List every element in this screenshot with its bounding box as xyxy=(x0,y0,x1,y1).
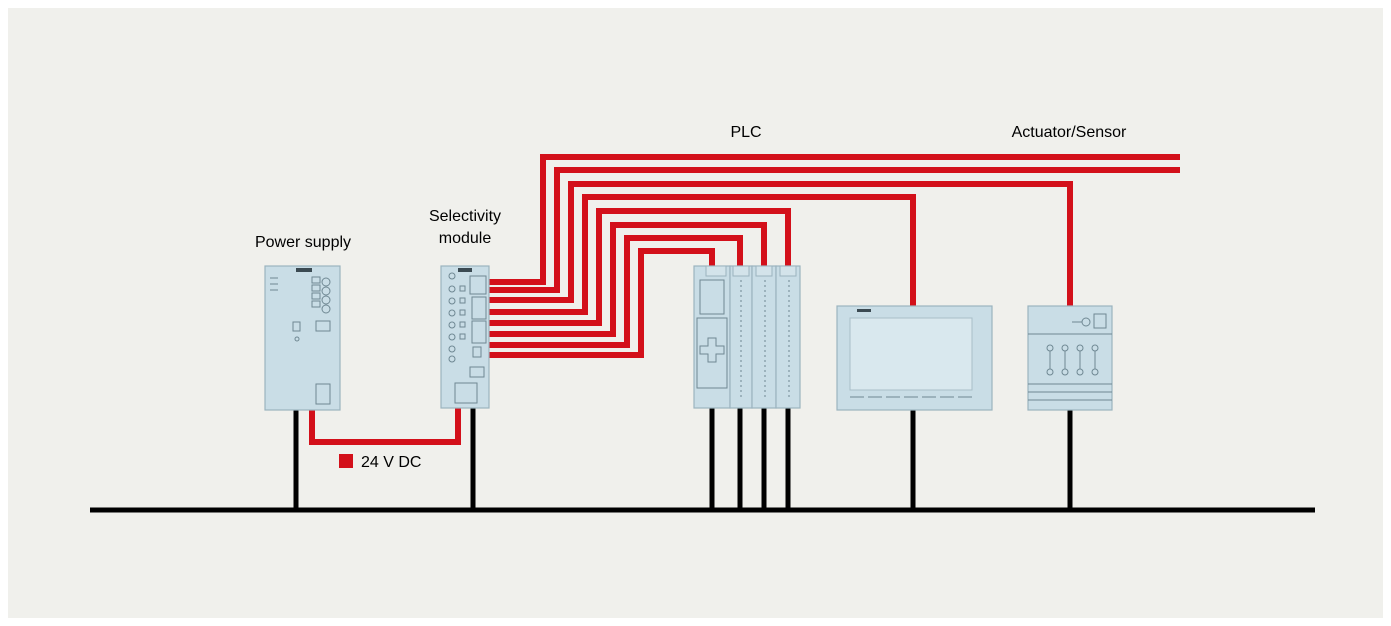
label-plc: PLC xyxy=(730,124,761,141)
legend-label: 24 V DC xyxy=(361,454,421,471)
label-selectivity-line2: module xyxy=(439,230,492,247)
plc-device xyxy=(693,265,801,409)
label-power-supply: Power supply xyxy=(255,234,351,251)
ground-bus xyxy=(90,408,1315,513)
label-selectivity-line1: Selectivity xyxy=(429,208,501,225)
selectivity-module-device xyxy=(440,265,490,409)
label-actuator-sensor: Actuator/Sensor xyxy=(1012,124,1127,141)
power-supply-device xyxy=(264,265,341,411)
power-wiring xyxy=(309,154,1180,445)
actuator-sensor-device xyxy=(1027,305,1113,411)
legend-swatch xyxy=(339,454,353,468)
hmi-panel-device xyxy=(836,305,993,411)
